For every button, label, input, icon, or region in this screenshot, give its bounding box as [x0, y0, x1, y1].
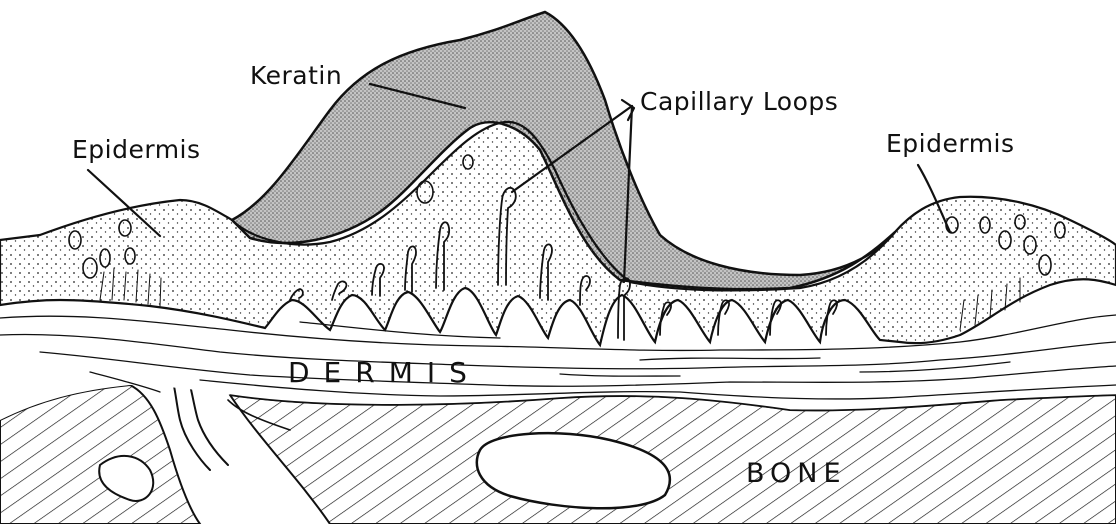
- label-capillary-loops: Capillary Loops: [640, 87, 838, 116]
- label-dermis: DERMIS: [288, 356, 481, 389]
- label-epidermis-right: Epidermis: [886, 129, 1015, 158]
- label-keratin: Keratin: [250, 61, 342, 90]
- label-epidermis-left: Epidermis: [72, 135, 201, 164]
- label-bone: BONE: [746, 458, 847, 489]
